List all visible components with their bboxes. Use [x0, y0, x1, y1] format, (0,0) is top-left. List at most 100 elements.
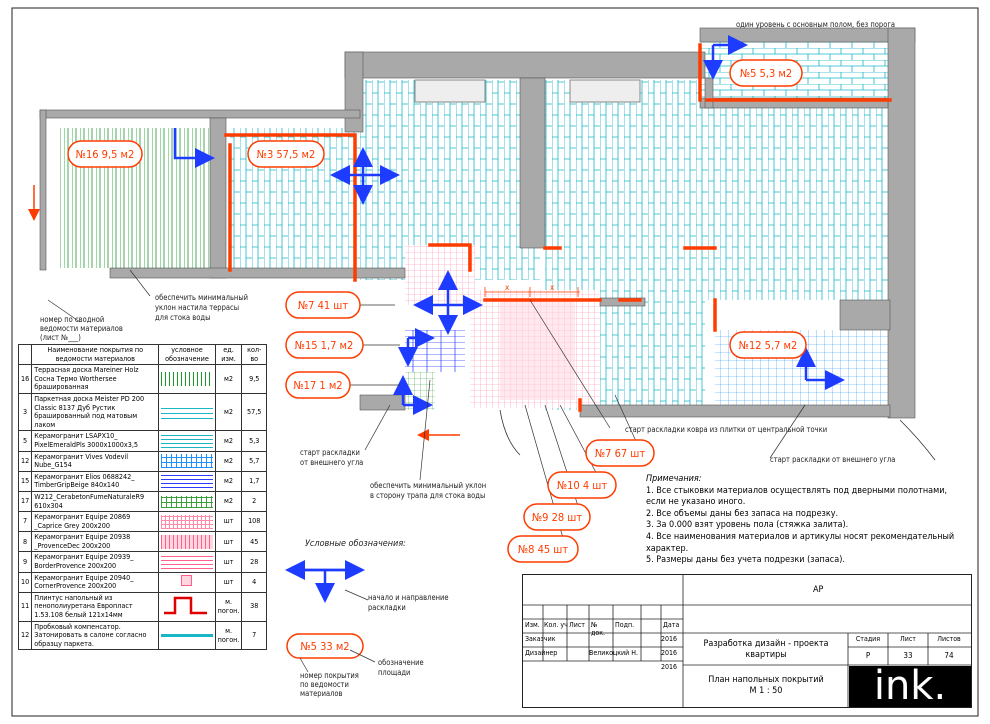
callout-9: №9 28 шт — [532, 511, 583, 524]
legend-area-2: площади — [378, 668, 410, 677]
swatch-cork — [161, 634, 213, 638]
callout-16-box — [67, 140, 143, 168]
callout-9-box — [523, 503, 591, 531]
callout-7b: №7 67 шт — [595, 447, 646, 460]
note-start-left-2: от внешнего угла — [300, 458, 363, 467]
callouts: №16 9,5 м2 №3 57,5 м2 №5 5,3 м2 №12 5,7 … — [67, 59, 807, 563]
stamp-stage-label: Стадия — [855, 635, 881, 643]
materials-table: Наименование покрытия по ведомости матер… — [17, 343, 267, 651]
stamp-year-3: 2016 — [661, 663, 678, 671]
notes: Примечания: 1. Все стыковки материалов о… — [646, 474, 976, 567]
stamp-designer-name: Великоцкий Н. — [589, 649, 638, 657]
tile-room-15 — [405, 330, 465, 372]
door-swing — [499, 409, 521, 456]
note-line: характер. — [646, 543, 689, 554]
note-sheet-ref-3: (лист №___) — [40, 333, 81, 342]
col-date: Дата — [663, 621, 680, 629]
callout-7-box — [285, 291, 361, 319]
note-start-right: старт раскладки от внешнего угла — [770, 455, 895, 464]
door-swing-2 — [899, 419, 936, 461]
radiator-a — [414, 79, 486, 103]
notes-title: Примечания: — [646, 474, 702, 484]
swatch-terrace — [161, 372, 213, 387]
red-arrows — [28, 185, 460, 441]
sheet-frame — [11, 7, 979, 717]
swatch-cerabeton — [161, 495, 213, 508]
carpet-center — [500, 300, 575, 400]
swatch-parquet — [161, 405, 213, 420]
note-slope-drain-1: обеспечить минимальный уклон — [370, 481, 486, 490]
header-symbol: условное обозначение — [158, 343, 216, 366]
dim-x-1: x — [505, 283, 510, 292]
note-line: 5. Размеры даны без учета подрезки (запа… — [646, 555, 845, 566]
parquet-room-c — [705, 105, 890, 300]
legend-arrow-2: раскладки — [368, 603, 406, 612]
legend-arrow-1: начало и направление — [368, 593, 449, 602]
note-line: 1. Все стыковки материалов осуществлять … — [646, 485, 948, 496]
callout-16: №16 9,5 м2 — [76, 148, 135, 161]
stamp-year-1: 2016 — [661, 635, 678, 643]
note-line: если не указано иного. — [646, 497, 746, 508]
swatch-caprice — [161, 514, 213, 529]
stamp-code: АР — [813, 585, 824, 595]
direction-arrows — [173, 35, 845, 415]
note-carpet-start: старт раскладки ковра из плитки от центр… — [625, 425, 827, 434]
title-block-grid — [523, 575, 971, 707]
note-slope-terrace-3: для стока воды — [155, 313, 210, 322]
material-joints — [224, 43, 892, 412]
callout-12: №12 5,7 м2 — [739, 339, 798, 352]
callout-15: №15 1,7 м2 — [295, 339, 354, 352]
pink-tile-upper — [405, 245, 475, 305]
stamp-year-2: 2016 — [661, 649, 678, 657]
legend-num-2: по ведомости — [300, 680, 349, 689]
swatch-border — [161, 555, 213, 570]
stamp-sheet-label: Лист — [900, 635, 916, 643]
callout-5: №5 5,3 м2 — [740, 67, 792, 80]
swatch-vodevil — [161, 454, 213, 469]
radiator-b — [569, 79, 641, 103]
header-qty: кол-во — [241, 343, 267, 366]
callout-3-box — [247, 140, 325, 168]
legend-num-3: материалов — [300, 689, 343, 698]
callout-8-box — [507, 535, 579, 563]
swatch-corner — [181, 575, 193, 587]
stamp-sheets: 74 — [944, 651, 954, 660]
note-top-right: один уровень с основным полом, без порог… — [736, 20, 895, 29]
callout-8: №8 45 шт — [518, 543, 569, 556]
callout-17-box — [285, 371, 351, 399]
title-block: АР Изм. Кол. уч Лист № док. Подп. Дата З… — [522, 574, 972, 708]
note-line: 4. Все наименования материалов и артикул… — [646, 531, 955, 542]
col-doc: № док. — [591, 621, 606, 637]
logo: ink. — [849, 666, 971, 707]
callout-10-box — [547, 471, 617, 499]
callout-10: №10 4 шт — [557, 479, 608, 492]
dimension-line — [484, 287, 580, 297]
note-sheet-ref-2: ведомости материалов — [40, 324, 123, 333]
note-slope-terrace-1: обеспечить минимальный — [155, 293, 248, 302]
stamp-sheet: 33 — [903, 651, 913, 660]
swatch-timber — [161, 474, 213, 489]
stamp-designer: Дизайнер — [525, 649, 558, 657]
note-start-left-1: старт раскладки — [300, 448, 360, 457]
col-izm: Изм. — [525, 621, 540, 629]
header-name: Наименование покрытия по ведомости матер… — [31, 343, 160, 366]
callout-15-box — [285, 331, 364, 359]
swatch-pixel — [161, 433, 213, 448]
swatch-plinth — [164, 597, 208, 615]
dim-x-2: x — [550, 283, 555, 292]
table-header: Наименование покрытия по ведомости матер… — [17, 343, 267, 366]
swatch-provence-dec — [161, 534, 213, 549]
